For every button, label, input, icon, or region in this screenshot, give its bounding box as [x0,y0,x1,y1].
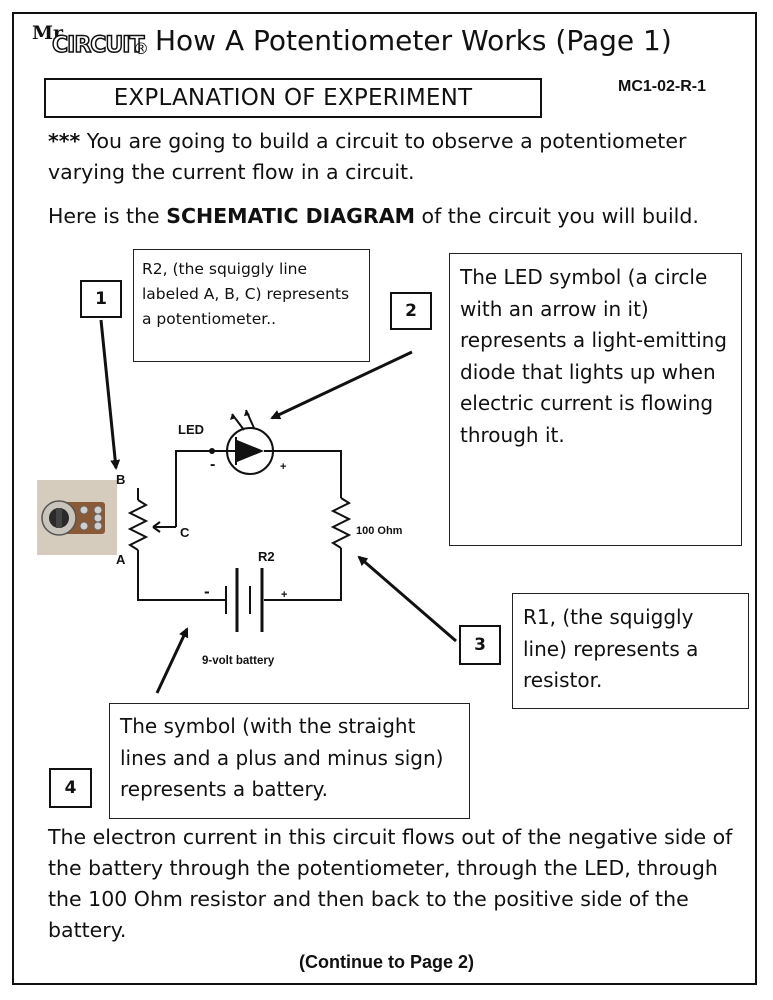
schematic-intro-paragraph: Here is the SCHEMATIC DIAGRAM of the cir… [48,201,748,232]
intro-text: You are going to build a circuit to obse… [48,129,687,184]
number-box-3: 3 [459,625,501,665]
callout-resistor-text: R1, (the squiggly line) represents a res… [523,605,699,692]
callout-led-text: The LED symbol (a circle with an arrow i… [460,265,728,447]
section-heading-text: EXPLANATION OF EXPERIMENT [113,85,473,111]
document-code: MC1-02-R-1 [618,78,707,95]
arrow-2 [270,350,413,420]
callout-potentiometer: R2, (the squiggly line labeled A, B, C) … [133,249,370,362]
label-c: C [180,525,190,540]
page-title: How A Potentiometer Works (Page 1) [155,24,672,57]
label-b: B [116,472,125,487]
arrow-3 [357,555,457,643]
callout-battery: The symbol (with the straight lines and … [109,703,470,819]
page-border [12,12,757,985]
arrow-4 [155,627,189,694]
registered-mark: ® [133,39,149,58]
label-100-ohm: 100 Ohm [356,525,403,537]
schematic-intro-after: of the circuit you will build. [415,204,699,228]
number-box-1: 1 [80,280,122,318]
label-led-plus: + [280,461,286,473]
label-a: A [116,552,126,567]
label-battery-plus: + [281,589,287,601]
logo-mr: Mr. [32,22,68,44]
callout-resistor: R1, (the squiggly line) represents a res… [512,593,749,709]
label-led-minus: - [210,456,215,473]
continue-footer: (Continue to Page 2) [299,952,474,972]
wire-led-to-r1 [276,450,342,498]
arrow-1 [99,319,121,470]
number-box-2: 2 [390,292,432,330]
intro-stars: *** [48,129,81,153]
callout-potentiometer-text: R2, (the squiggly line labeled A, B, C) … [142,260,350,328]
closing-paragraph: The electron current in this circuit flo… [48,825,733,942]
wire-r1-to-battery [264,548,342,601]
label-r2: R2 [258,549,275,564]
schematic-intro-bold: SCHEMATIC DIAGRAM [166,204,416,228]
label-led: LED [178,422,204,437]
callout-battery-text: The symbol (with the straight lines and … [120,714,444,801]
callout-led: The LED symbol (a circle with an arrow i… [449,253,742,546]
schematic-intro-before: Here is the [48,204,167,228]
wire-a-bottom [137,550,226,601]
label-battery-minus: - [204,582,210,601]
section-heading: EXPLANATION OF EXPERIMENT [44,78,542,118]
intro-paragraph: *** You are going to build a circuit to … [48,126,748,188]
number-box-4: 4 [49,768,92,808]
wire-c-to-led [175,450,224,527]
label-9-volt-battery: 9-volt battery [202,655,275,667]
logo-word: CIRCUIT [51,32,145,59]
potentiometer-zigzag [127,499,149,551]
potentiometer-photo [37,480,117,555]
mr-circuit-logo: Mr. CIRCUIT ® [30,22,150,62]
resistor-r1-zigzag [330,497,352,549]
